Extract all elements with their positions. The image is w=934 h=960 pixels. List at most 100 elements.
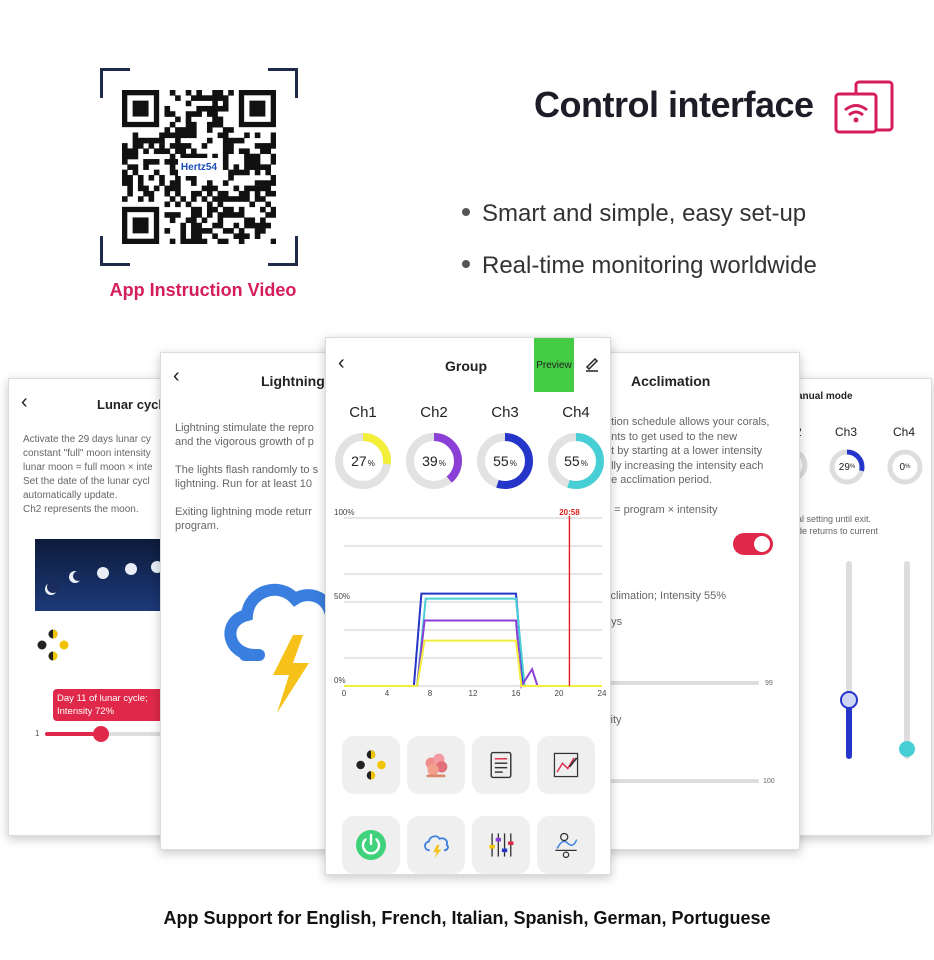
channel-ring <box>829 449 865 485</box>
coral-icon[interactable] <box>407 736 465 794</box>
coral-icon-glyph <box>425 753 448 778</box>
ch3-slider-thumb[interactable] <box>840 690 858 709</box>
qr-code[interactable]: Hertz54 <box>100 68 298 266</box>
channel-value: 29% <box>838 461 856 473</box>
feature-item: Real-time monitoring worldwide <box>462 252 817 280</box>
lunar-cycle-screen: ‹ Lunar cycle Activate the 29 days lunar… <box>8 378 178 836</box>
screen-title: Lightning <box>261 373 325 389</box>
x-tick-label: 20 <box>555 689 564 698</box>
back-chevron-icon[interactable]: ‹ <box>338 352 345 374</box>
x-tick-label: 4 <box>385 689 390 698</box>
screen-title: Lunar cycle <box>97 397 170 412</box>
qr-frame-corner <box>268 68 298 98</box>
acclimation-description: ation schedule allows your corals, ants … <box>605 416 770 486</box>
acclimation-formula: n = program × intensity <box>605 504 718 516</box>
channel-value: 0% <box>899 461 911 473</box>
qr-frame-corner <box>268 236 298 266</box>
acclimation-toggle[interactable] <box>733 533 773 555</box>
lunar-tooltip: Day 11 of lunar cycle; Intensity 72% <box>53 689 165 721</box>
moon-phases-icon <box>37 629 69 661</box>
language-support-note: App Support for English, French, Italian… <box>163 908 771 928</box>
lightning-description: Lightning stimulate the repro and the vi… <box>175 422 319 532</box>
tablet-wifi-icon <box>834 80 894 134</box>
time-marker-label: 20:58 <box>559 508 580 517</box>
channel-ring-fill <box>406 433 462 489</box>
manual-mode-screen: anual mode 2 Ch3 Ch4 29% 0% al setting u… <box>788 378 932 836</box>
acclimation-icon[interactable] <box>537 816 595 874</box>
lunar-description: Activate the 29 days lunar cy constant "… <box>23 434 153 515</box>
x-tick-label: 0 <box>342 689 347 698</box>
back-chevron-icon[interactable]: ‹ <box>173 365 180 387</box>
channel-ring[interactable] <box>547 432 605 490</box>
lunar-slider-thumb[interactable] <box>93 726 109 742</box>
acclimation-status: cclimation; Intensity 55% <box>605 590 727 602</box>
days-max: 99 <box>765 680 773 687</box>
ch3-slider-fill <box>846 699 852 759</box>
moon-phases-icon-glyph <box>356 750 386 780</box>
moon-phases-icon[interactable] <box>342 736 400 794</box>
storm-cloud-icon <box>224 583 337 713</box>
bullet-dot <box>462 207 470 216</box>
channel-label: Ch4 <box>893 425 916 439</box>
schedule-list-icon[interactable] <box>472 736 530 794</box>
ch3-slider-track[interactable] <box>840 561 858 759</box>
channel-ring-fill <box>477 433 533 489</box>
ch4-slider-thumb[interactable] <box>899 741 915 758</box>
acclimation-icon-glyph <box>555 832 578 859</box>
bullet-dot <box>462 259 470 268</box>
channel-value: 55% <box>493 453 517 469</box>
edit-pencil-icon[interactable] <box>584 356 600 372</box>
power-icon-glyph <box>356 830 386 860</box>
channel-label: Ch1 <box>349 404 377 421</box>
feature-item: Smart and simple, easy set-up <box>462 200 806 228</box>
intensity-slider[interactable] <box>601 779 759 783</box>
y-tick-label: 100% <box>334 508 354 517</box>
qr-center-label: Hertz54 <box>178 158 220 176</box>
x-tick-label: 16 <box>512 689 521 698</box>
channel-label: Ch2 <box>420 404 448 421</box>
channel-ring-fill <box>335 433 391 489</box>
lightning-screen: ‹ Lightning Lightning stimulate the repr… <box>160 352 340 850</box>
channel-label: Ch4 <box>562 404 590 421</box>
lunar-slider-track[interactable] <box>45 726 177 742</box>
chart-pen-icon-glyph <box>553 752 579 778</box>
intensity-max: 100 <box>763 778 775 785</box>
channel-ring[interactable] <box>334 432 392 490</box>
channel-ring[interactable] <box>476 432 534 490</box>
acclimation-screen: Acclimation ation schedule allows your c… <box>600 352 800 850</box>
y-tick-label: 50% <box>334 592 350 601</box>
power-icon[interactable] <box>342 816 400 874</box>
channel-value: 55% <box>564 453 588 469</box>
screen-title: Acclimation <box>631 373 711 389</box>
page-title: Control interface <box>534 84 814 125</box>
back-chevron-icon[interactable]: ‹ <box>21 391 28 413</box>
qr-frame-corner <box>100 68 130 98</box>
qr-code-image <box>122 90 276 244</box>
series-line <box>344 597 602 687</box>
group-screen: ‹ Group Preview Ch1 27% Ch2 39% Ch3 55% Ch4 55%… <box>325 337 611 875</box>
screen-title: Group <box>445 358 487 374</box>
channel-ring-fill <box>548 433 604 489</box>
schedule-list-icon-glyph <box>490 751 512 779</box>
channel-value: 39% <box>422 453 446 469</box>
days-slider[interactable] <box>601 681 759 685</box>
preview-button[interactable]: Preview <box>534 338 574 392</box>
channel-label: Ch3 <box>491 404 519 421</box>
x-tick-label: 12 <box>469 689 478 698</box>
qr-caption[interactable]: App Instruction Video <box>109 280 297 300</box>
channel-ring <box>887 449 923 485</box>
sliders-icon[interactable] <box>472 816 530 874</box>
slider-min-label: 1 <box>35 729 40 738</box>
storm-cloud-icon[interactable] <box>407 816 465 874</box>
x-tick-label: 8 <box>428 689 433 698</box>
channel-ring[interactable] <box>405 432 463 490</box>
ch4-slider-track[interactable] <box>899 561 915 759</box>
sliders-icon-glyph <box>489 833 514 857</box>
chart-pen-icon[interactable] <box>537 736 595 794</box>
channel-label: Ch3 <box>835 425 858 439</box>
storm-cloud-icon-glyph <box>424 835 449 859</box>
channel-value: 27% <box>351 453 375 469</box>
screen-title: anual mode <box>797 391 853 402</box>
x-tick-label: 24 <box>598 689 607 698</box>
